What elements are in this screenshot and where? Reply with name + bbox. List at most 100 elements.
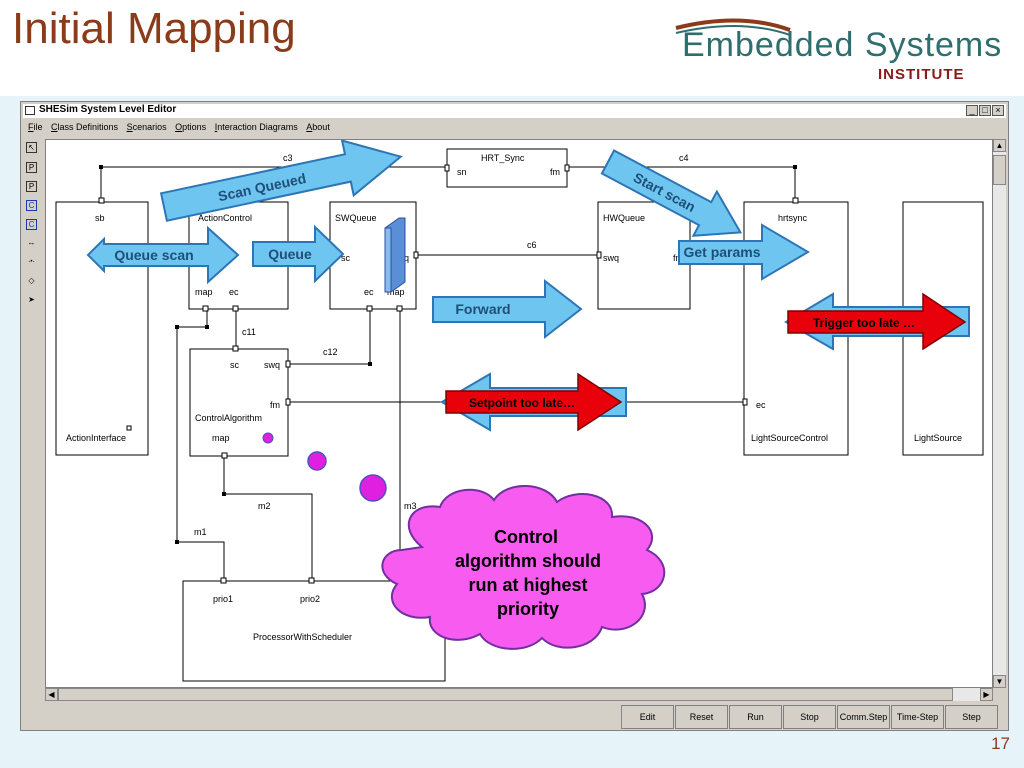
channel-c6-label: c6	[527, 240, 537, 250]
class-instance-icon[interactable]: C	[26, 219, 37, 230]
channel-m1-label: m1	[194, 527, 207, 537]
menu-class-definitions[interactable]: Class Definitions	[51, 122, 119, 132]
port-sb: sb	[95, 213, 105, 223]
arrow-queue-scan: Queue scan	[86, 225, 240, 285]
port-ca-swq: swq	[264, 360, 280, 370]
cloud-line-4: priority	[497, 599, 559, 619]
scroll-down-icon[interactable]: ▼	[993, 675, 1006, 688]
label-action-interface: ActionInterface	[66, 433, 126, 443]
port-ca-map: map	[212, 433, 230, 443]
label-light-source-control: LightSourceControl	[751, 433, 828, 443]
arrow-queue-label: Queue	[268, 246, 312, 262]
process-icon[interactable]: P	[26, 162, 37, 173]
arrow-forward-label: Forward	[455, 301, 510, 317]
reset-button[interactable]: Reset	[675, 705, 728, 729]
institute-logo: Embedded Systems INSTITUTE	[670, 14, 1010, 94]
port-prio2: prio2	[300, 594, 320, 604]
arrow-setpoint-too-late-label: Setpoint too late…	[469, 396, 575, 410]
port-ca-fm: fm	[270, 400, 280, 410]
cloud-line-3: run at highest	[468, 575, 587, 595]
arrow-queue: Queue	[252, 224, 345, 284]
scroll-thumb-horizontal[interactable]	[58, 688, 953, 701]
label-hw-queue: HWQueue	[603, 213, 645, 223]
port-action-map: map	[195, 287, 213, 297]
app-icon	[25, 106, 35, 115]
slide-title: Initial Mapping	[12, 4, 296, 53]
label-sw-queue: SWQueue	[335, 213, 377, 223]
stop-button[interactable]: Stop	[783, 705, 836, 729]
run-button[interactable]: Run	[729, 705, 782, 729]
window-titlebar[interactable]: SHESim System Level Editor _ □ ×	[23, 104, 1006, 118]
port-sw-map: map	[387, 287, 405, 297]
class-icon[interactable]: C	[26, 200, 37, 211]
editor-window: SHESim System Level Editor _ □ × File Cl…	[20, 101, 1009, 731]
channel-m3-label: m3	[404, 501, 417, 511]
port-action-ec: ec	[229, 287, 239, 297]
menubar: File Class Definitions Scenarios Options…	[23, 120, 1006, 135]
diagram-canvas[interactable]: ActionInterface ActionControl SWQueue HR…	[45, 139, 993, 688]
eraser-icon[interactable]: ◇	[28, 276, 35, 285]
vertical-scrollbar[interactable]: ▲ ▼	[993, 139, 1006, 688]
port-ca-sc: sc	[230, 360, 240, 370]
window-title: SHESim System Level Editor	[39, 104, 177, 115]
system-diagram: ActionInterface ActionControl SWQueue HR…	[55, 140, 984, 682]
cloud-line-1: Control	[494, 527, 558, 547]
arrow-setpoint-too-late: Setpoint too late…	[440, 372, 627, 432]
minimize-button[interactable]: _	[966, 105, 978, 116]
menu-options[interactable]: Options	[175, 122, 207, 132]
arrow-trigger-too-late: Trigger too late …	[784, 292, 970, 351]
arrow-get-params: Get params	[678, 223, 810, 281]
token-dot-large	[359, 474, 387, 502]
scroll-thumb-vertical[interactable]	[993, 155, 1006, 185]
arrow-scan-queued: Scan Queued	[159, 140, 403, 222]
pointer-icon[interactable]: ↖	[26, 142, 37, 153]
process-instance-icon[interactable]: P	[26, 181, 37, 192]
arrow-get-params-label: Get params	[683, 244, 760, 260]
scroll-left-icon[interactable]: ◀	[45, 688, 58, 701]
port-hrtsync: hrtsync	[778, 213, 808, 223]
time-step-button[interactable]: Time-Step	[891, 705, 944, 729]
arrow-icon[interactable]: ➤	[28, 295, 35, 304]
channel-icon[interactable]: ↔	[27, 238, 36, 247]
scroll-up-icon[interactable]: ▲	[993, 139, 1006, 152]
page-number: 17	[991, 734, 1010, 753]
cloud-line-2: algorithm should	[455, 551, 601, 571]
step-button[interactable]: Step	[945, 705, 998, 729]
channel-m2-line	[223, 456, 313, 581]
priority-cloud: Control algorithm should run at highest …	[381, 485, 666, 650]
tool-palette: ↖ P P C C ↔ -•- ◇ ➤	[24, 140, 40, 700]
token-dot-small	[262, 432, 274, 444]
label-hrt-sync: HRT_Sync	[481, 153, 525, 163]
sw-queue-buffer	[384, 217, 406, 293]
maximize-button[interactable]: □	[979, 105, 991, 116]
menu-scenarios[interactable]: Scenarios	[126, 122, 167, 132]
channel-c4-label: c4	[679, 153, 689, 163]
channel-c12-label: c12	[323, 347, 338, 357]
logo-arc-icon	[675, 18, 791, 36]
close-button[interactable]: ×	[992, 105, 1004, 116]
scroll-right-icon[interactable]: ▶	[980, 688, 993, 701]
port-lsc-ec: ec	[756, 400, 766, 410]
port-hrt-fm: fm	[550, 167, 560, 177]
channel-c11-label: c11	[242, 327, 256, 337]
edit-button[interactable]: Edit	[621, 705, 674, 729]
comm-step-button[interactable]: Comm.Step	[837, 705, 890, 729]
horizontal-scrollbar[interactable]: ◀ ▶	[45, 688, 993, 701]
port-prio1: prio1	[213, 594, 233, 604]
channel-c3-label: c3	[283, 153, 293, 163]
channel-m2-label: m2	[258, 501, 271, 511]
menu-file[interactable]: File	[28, 122, 43, 132]
label-control-algorithm: ControlAlgorithm	[195, 413, 262, 423]
menu-about[interactable]: About	[306, 122, 330, 132]
port-icon[interactable]: -•-	[28, 259, 35, 265]
label-light-source: LightSource	[914, 433, 962, 443]
menu-interaction-diagrams[interactable]: Interaction Diagrams	[214, 122, 298, 132]
port-sw-ec: ec	[364, 287, 374, 297]
arrow-forward: Forward	[432, 278, 583, 340]
logo-main-text: Embedded Systems	[682, 26, 1003, 64]
label-action-control: ActionControl	[198, 213, 252, 223]
port-sw-sc: sc	[341, 253, 351, 263]
arrow-queue-scan-label: Queue scan	[114, 247, 193, 263]
label-processor: ProcessorWithScheduler	[253, 632, 352, 642]
port-hw-swq: swq	[603, 253, 619, 263]
